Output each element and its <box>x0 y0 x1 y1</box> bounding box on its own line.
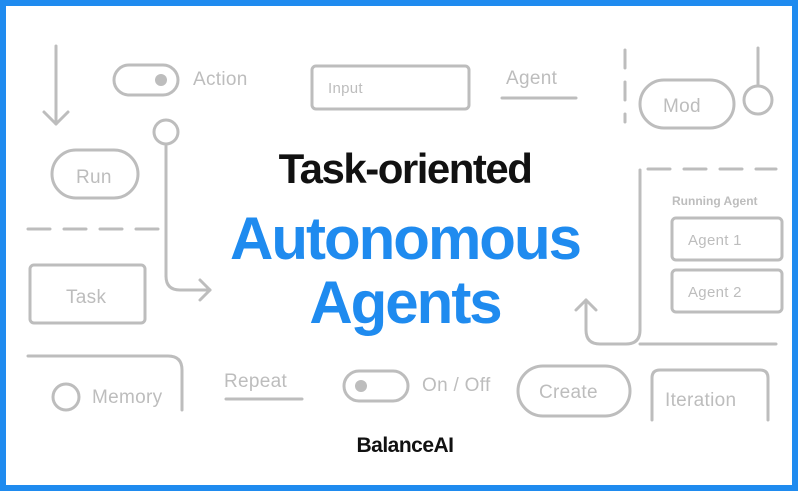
headline-line-1: Task-oriented <box>278 145 533 192</box>
iteration-label: Iteration <box>665 390 737 411</box>
task-label: Task <box>66 287 107 308</box>
agent-1-box <box>670 216 784 262</box>
input-box <box>310 64 471 111</box>
up-arrow-icon <box>574 298 598 312</box>
iteration-box <box>650 368 770 422</box>
repeat-label: Repeat <box>224 371 288 392</box>
headline-line-3: Agents <box>309 269 502 336</box>
mod-box <box>638 78 736 130</box>
agent-2-label: Agent 2 <box>688 284 742 301</box>
running-agent-title: Running Agent <box>672 194 758 208</box>
right-arrow-icon <box>198 278 212 302</box>
brand-logo: BalanceAI <box>356 434 454 457</box>
agent-1-label: Agent 1 <box>688 232 742 249</box>
memory-node <box>51 382 81 412</box>
toggle-onoff-track <box>342 369 410 403</box>
down-arrow-icon <box>42 44 70 126</box>
task-box <box>28 263 147 325</box>
run-label: Run <box>76 167 112 188</box>
toggle-action-label: Action <box>193 69 248 90</box>
toggle-action-track <box>112 63 180 97</box>
toggle-onoff-knob <box>355 380 367 392</box>
create-box <box>516 364 632 418</box>
create-label: Create <box>539 382 598 403</box>
toggle-action-knob <box>155 74 167 86</box>
memory-label: Memory <box>92 387 163 408</box>
run-box <box>50 148 140 200</box>
connector-node-right <box>742 84 774 116</box>
toggle-onoff-label: On / Off <box>422 375 491 396</box>
headline-line-2: Autonomous <box>230 205 582 272</box>
agent-label: Agent <box>506 68 558 89</box>
agent-2-box <box>670 268 784 314</box>
mod-label: Mod <box>663 96 701 117</box>
input-label: Input <box>328 80 363 97</box>
connector-node-center <box>152 118 180 146</box>
